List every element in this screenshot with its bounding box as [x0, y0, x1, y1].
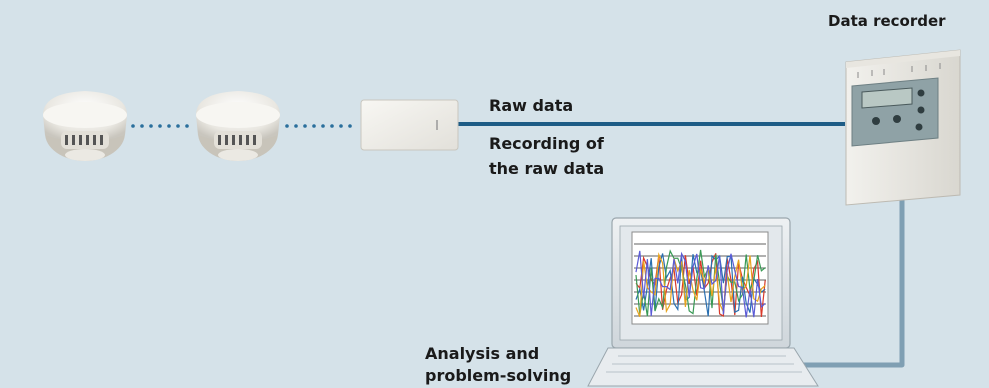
data-recorder-device	[845, 49, 961, 206]
link-dot	[348, 124, 352, 128]
link-dot	[312, 124, 316, 128]
link-dot	[185, 124, 189, 128]
dotted-link-1	[131, 124, 189, 128]
link-dot	[176, 124, 180, 128]
link-dot	[167, 124, 171, 128]
link-dot	[131, 124, 135, 128]
smoke-detector-2	[196, 91, 280, 161]
interface-box	[360, 99, 459, 151]
link-dot	[339, 124, 343, 128]
recorder-to-computer-cable	[790, 200, 905, 368]
laptop-computer	[587, 217, 819, 387]
graph-line	[635, 249, 766, 317]
link-dot	[285, 124, 289, 128]
graph-lines	[635, 249, 766, 318]
graph-line	[635, 250, 766, 318]
dotted-link-2	[285, 124, 352, 128]
link-dot	[330, 124, 334, 128]
raw-data-label: Raw data	[489, 96, 574, 115]
analysis-label-line1: Analysis and	[425, 344, 540, 363]
link-dot	[140, 124, 144, 128]
link-dot	[158, 124, 162, 128]
link-dot	[149, 124, 153, 128]
graph-line	[635, 252, 766, 318]
smoke-detector-1	[43, 91, 127, 161]
link-dot	[321, 124, 325, 128]
recording-label-line1: Recording of	[489, 134, 604, 153]
data-recorder-label: Data recorder	[828, 12, 946, 30]
analysis-label-line2: problem-solving	[425, 366, 572, 385]
link-dot	[303, 124, 307, 128]
link-dot	[294, 124, 298, 128]
recording-label-line2: the raw data	[489, 159, 605, 178]
